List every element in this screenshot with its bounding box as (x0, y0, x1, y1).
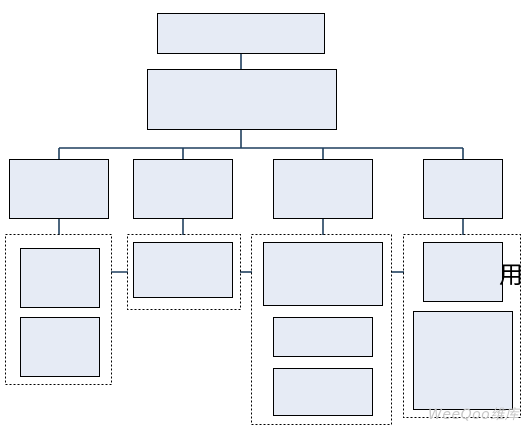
group3-child-1 (263, 242, 383, 306)
root-node (157, 13, 325, 54)
watermark: WeeQoo维库 (428, 407, 520, 423)
level2-node (147, 69, 337, 130)
group1-child-1 (20, 248, 100, 308)
group2-child-1 (133, 242, 233, 298)
side-glyph: 用 (499, 261, 523, 289)
level3-node-1 (9, 159, 109, 219)
group3-child-2 (273, 317, 373, 357)
group3-child-3 (273, 368, 373, 416)
group4-child-2 (413, 311, 513, 410)
group1-child-2 (20, 317, 100, 377)
level3-node-3 (273, 159, 373, 219)
level3-node-2 (133, 159, 233, 219)
level3-node-4 (423, 159, 503, 219)
group4-child-1 (423, 242, 503, 302)
